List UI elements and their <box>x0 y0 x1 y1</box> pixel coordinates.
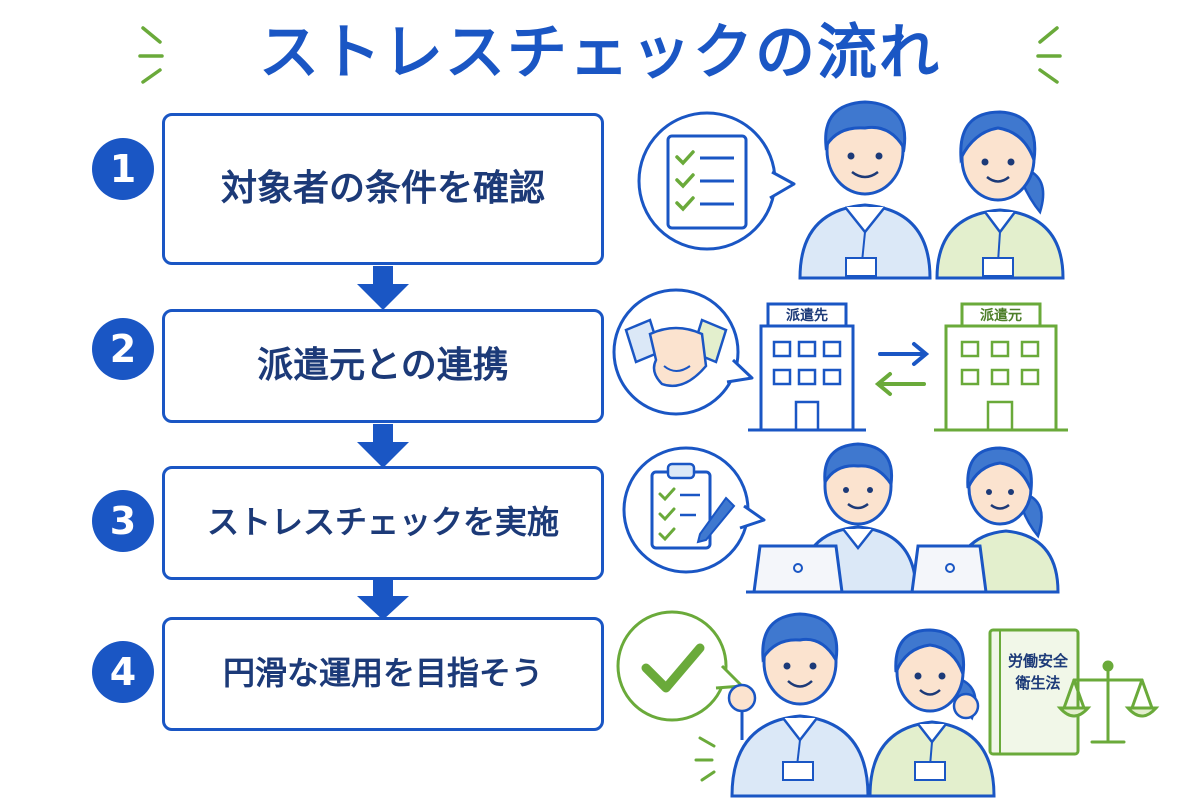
law-book-icon <box>988 628 1080 756</box>
check-bubble-icon <box>616 610 744 722</box>
female-worker-cheer-icon <box>868 628 996 798</box>
checklist-bubble-icon <box>637 111 796 251</box>
title-sparkle-left-icon <box>138 26 164 84</box>
sparkle-left-icon <box>694 736 716 782</box>
male-worker-cheer-icon <box>727 612 870 798</box>
down-arrow-2 <box>357 424 409 468</box>
female-worker-laptop-icon <box>904 446 1060 594</box>
step-1-badge: 1 <box>92 138 154 200</box>
step-2-box: 派遣元との連携 <box>162 309 604 423</box>
step-4-badge: 4 <box>92 641 154 703</box>
step-3-label: ストレスチェックを実施 <box>206 503 559 542</box>
step-2-label: 派遣元との連携 <box>257 344 509 386</box>
step-1-label: 対象者の条件を確認 <box>220 167 545 209</box>
step-2-badge: 2 <box>92 318 154 380</box>
building-src-icon <box>934 302 1068 432</box>
down-arrow-1 <box>357 266 409 310</box>
step-1-box: 対象者の条件を確認 <box>162 113 604 265</box>
male-worker-laptop-icon <box>746 442 918 594</box>
exchange-arrows-icon <box>874 342 930 396</box>
scales-of-justice-icon <box>1056 660 1160 744</box>
law-book-title-line1: 労働安全 <box>1008 652 1069 670</box>
step-4-label: 円滑な運用を目指そう <box>222 654 543 693</box>
male-worker-1-icon <box>798 100 932 280</box>
building-dest-icon <box>748 302 866 432</box>
step-3-badge: 3 <box>92 490 154 552</box>
handshake-bubble-icon <box>612 288 754 416</box>
page-title: ストレスチェックの流れ <box>259 18 941 88</box>
clipboard-bubble-icon <box>622 446 766 574</box>
down-arrow-3 <box>357 580 409 620</box>
female-worker-1-icon <box>935 110 1065 280</box>
building-src-label: 派遣元 <box>980 307 1022 324</box>
law-book-title-line2: 衛生法 <box>1014 674 1060 692</box>
building-dest-label: 派遣先 <box>786 307 828 324</box>
title-sparkle-right-icon <box>1036 26 1062 84</box>
